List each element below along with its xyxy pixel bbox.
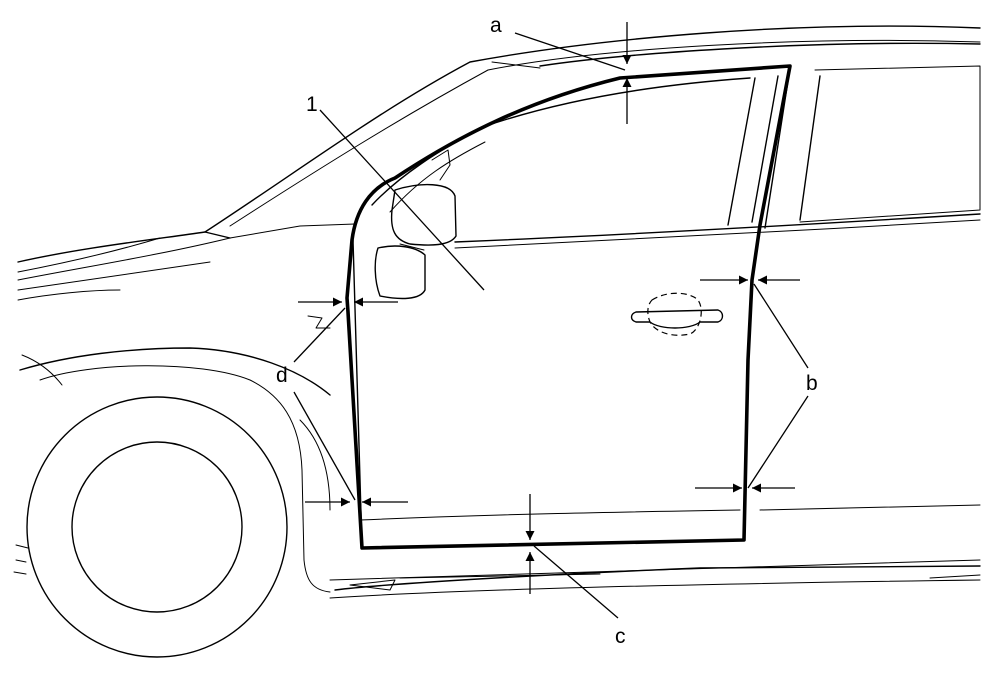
vehicle-outline [13, 25, 981, 658]
front-rim [71, 441, 243, 613]
callout-a: a [490, 14, 502, 37]
callout-b: b [806, 372, 818, 395]
gap-markers [298, 22, 800, 594]
callout-d: d [276, 364, 288, 387]
leader-lines [293, 32, 809, 619]
front-door [345, 64, 792, 550]
handle-pocket [647, 292, 702, 336]
door-handle [630, 309, 724, 329]
callout-c: c [615, 625, 626, 648]
front-tire [26, 396, 288, 658]
callout-1: 1 [306, 93, 318, 116]
door-outline [345, 64, 792, 550]
